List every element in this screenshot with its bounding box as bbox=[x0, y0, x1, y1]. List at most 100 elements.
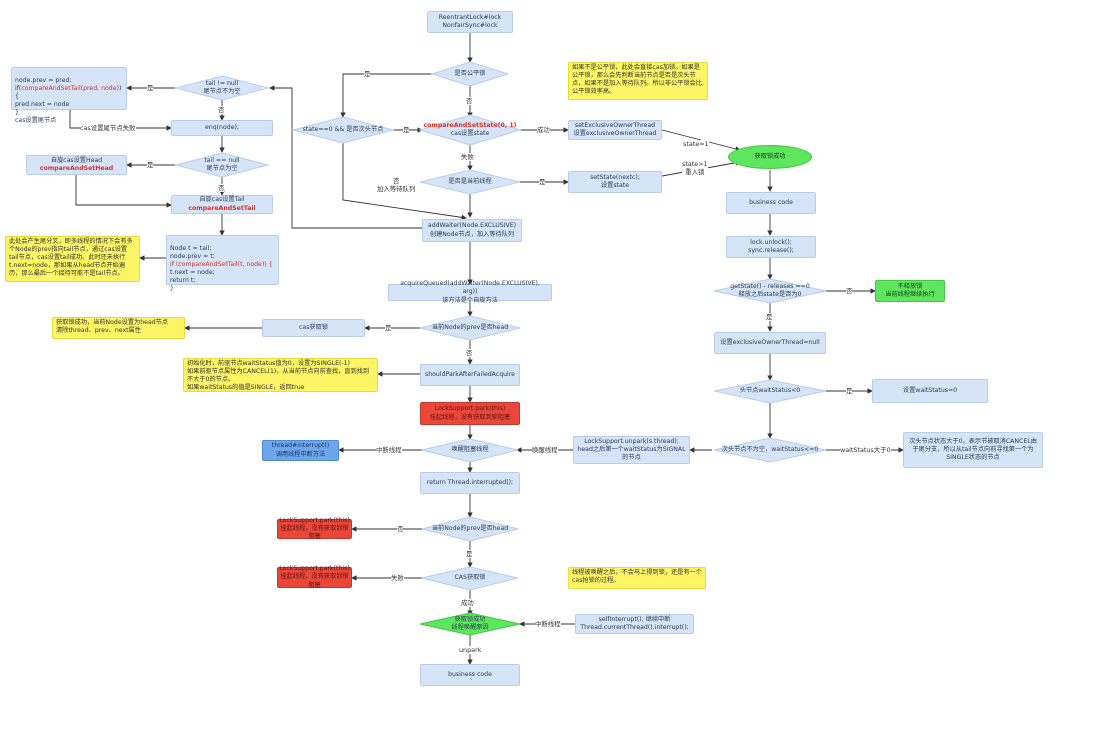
label-prev-yes: 是 bbox=[385, 324, 392, 333]
decision-diamonds bbox=[174, 61, 827, 591]
set-state-box: setState(nextc); 设置state bbox=[568, 171, 662, 193]
business-code-box: business code bbox=[726, 192, 816, 214]
spin-head-text: 自旋cas设置Head bbox=[50, 156, 103, 164]
label-tail-null-yes: 是 bbox=[147, 161, 154, 170]
label-fair-yes: 是 bbox=[364, 70, 371, 79]
start-box: ReentrantLock#lock NonfairSync#lock bbox=[427, 11, 513, 33]
nonfair-note: 如果不是公平锁，此处会直接cas加锁。如果是公平锁，那么会先判断当前节点是否是次… bbox=[568, 62, 708, 100]
spin-head-box: 自旋cas设置Head compareAndSetHead bbox=[26, 155, 127, 175]
label-tail-yes: 是 bbox=[147, 84, 154, 93]
park-box-2: LockSupport.park(this) 挂起线程，没有获取到锁阻塞 bbox=[277, 517, 352, 540]
cas-lock-box: cas获取锁 bbox=[262, 319, 365, 337]
label-success: 成功 bbox=[537, 126, 550, 135]
next-check-text: 次头节点不为空，waitStatus<=0 bbox=[721, 445, 819, 453]
cas-state-label: cas设置state bbox=[450, 130, 490, 137]
is-fair-text: 是否公平锁 bbox=[454, 69, 486, 77]
label-fail: 失败 bbox=[461, 153, 474, 162]
label-ws-gt-0: waitStatus大于0 bbox=[840, 446, 891, 455]
acquire-queued-box: acquireQueued(addWaiter(Node.EXCLUSIVE),… bbox=[388, 280, 552, 304]
node-prev-box: node.prev = pred; if(compareAndSetTail(p… bbox=[11, 67, 127, 124]
enq-box: enq(node); bbox=[171, 120, 273, 136]
add-waiter-box: addWaiter(Node.EXCLUSIVE) 创建Node节点，加入等待队… bbox=[422, 219, 522, 242]
tail-not-null-text: tail != null 尾节点不为空 bbox=[203, 79, 241, 95]
spin-tail-text: 自旋cas设置Tail bbox=[199, 196, 245, 204]
prev-head-2-text: 当前Node的prev是否head bbox=[431, 524, 509, 532]
cancel-note-box: 次头节点状态大于0，表示节被取消CANCEL由于尾分支，所以从tail节点向前寻… bbox=[903, 432, 1043, 468]
wake-note: 线程被唤醒之后，不会马上得到锁，还是有一个cas抢锁的过程。 bbox=[568, 567, 706, 589]
label-head-yes: 是 bbox=[846, 387, 853, 396]
self-interrupt-box: selfInterrupt(); 继续中断 Thread.currentThre… bbox=[575, 614, 694, 634]
diamond-current-thread bbox=[419, 169, 521, 195]
diamond-prev-head-2 bbox=[421, 516, 519, 542]
park-box-3: LockSupport.park(this) 挂起线程，没有获取到锁阻塞 bbox=[277, 565, 352, 589]
label-no-join-queue: 否 加入等待队列 bbox=[377, 177, 416, 194]
diamond-is-fair bbox=[430, 61, 510, 87]
label-cas-fail: 失败 bbox=[391, 574, 404, 583]
park-note: 初始化时，前驱节点waitStatus值为0，设置为SINGLE(-1) 如果前… bbox=[183, 358, 378, 392]
label-prev2-yes: 是 bbox=[466, 550, 473, 559]
node-prev-pre: node.prev = pred; if( bbox=[15, 77, 72, 93]
release-check-text: getState() - releases ==0 释放之后state是否为0 bbox=[730, 282, 810, 298]
tail-null-text: tail == null 尾节点为空 bbox=[204, 156, 240, 172]
label-release-yes: 是 bbox=[766, 313, 773, 322]
label-state-eq-1: state=1 bbox=[683, 140, 709, 149]
should-park-box: shouldParkAfterFailedAcquire bbox=[420, 364, 520, 386]
state-check-text: state==0 && 是否次头节点 bbox=[302, 125, 384, 133]
label-state-yes: 是 bbox=[403, 126, 410, 135]
label-unpark: unpark bbox=[459, 646, 482, 655]
label-interrupt-thread: 中断线程 bbox=[376, 446, 402, 455]
lock-acquired-node: 获取锁成功 bbox=[728, 145, 812, 169]
diamond-acquire-wake bbox=[419, 612, 521, 636]
label-current-yes: 是 bbox=[539, 178, 546, 187]
label-prev-no: 否 bbox=[466, 349, 473, 358]
diamond-release-check bbox=[713, 278, 827, 304]
label-state-gt-1: state>1 重入锁 bbox=[682, 160, 708, 177]
acquire-wake-text: 获取锁成功 线程唤醒原因 bbox=[451, 615, 489, 631]
set-ws-0-box: 设置waitStatus=0 bbox=[872, 379, 988, 403]
node-prev-fn: compareAndSetTail(pred, node) bbox=[21, 85, 119, 93]
enq-note: 此处会产生尾分叉，即多线程的情况下会有多个Node的prev指向tail节点，通… bbox=[5, 236, 140, 282]
cas-state-text: compareAndSetState(0, 1) cas设置state bbox=[420, 121, 520, 139]
set-owner-box: setExclusiveOwnerThread 设置exclusiveOwner… bbox=[568, 120, 662, 140]
tail-code-post: t.next = node; return t; } bbox=[170, 269, 215, 293]
tail-code-box: Node t = tail; node.prev = t;if (compare… bbox=[166, 235, 279, 292]
diamond-head-status bbox=[713, 379, 827, 404]
label-prev2-no: 否 bbox=[397, 525, 404, 534]
label-cas-success: 成功 bbox=[461, 599, 474, 608]
tail-code-pre: Node t = tail; node.prev = t; bbox=[170, 245, 215, 261]
return-interrupted-box: return Thread.interrupted(); bbox=[420, 472, 520, 494]
business-code-box-2: business code bbox=[420, 664, 520, 686]
current-thread-text: 是否是当前线程 bbox=[448, 177, 492, 185]
spin-tail-box: 自旋cas设置Tail compareAndSetTail bbox=[171, 195, 273, 214]
unpark-box: LockSupport.unpark(s.thread); head之后第一个w… bbox=[573, 436, 690, 464]
thread-interrupt-box: thread#interrupt() 调用线程中断方法 bbox=[262, 440, 339, 461]
diamond-cas-acquire bbox=[421, 566, 519, 591]
diamond-wake-blocked bbox=[421, 438, 519, 463]
spin-tail-fn: compareAndSetTail bbox=[188, 204, 256, 212]
diamond-cas-state bbox=[418, 114, 522, 146]
label-cas-tail-fail: cas设置尾节点失败 bbox=[80, 124, 136, 133]
head-status-text: 头节点waitStatus<0 bbox=[739, 386, 801, 394]
park-box-1: LockSupport.park(this) 挂起线程，没有获取到锁阻塞 bbox=[420, 402, 520, 425]
diamond-state-check bbox=[291, 116, 395, 144]
prev-head-text: 当前Node的prev是否head bbox=[431, 323, 509, 331]
diamond-tail-not-null bbox=[174, 75, 270, 101]
spin-head-fn: compareAndSetHead bbox=[39, 165, 114, 172]
label-interrupt-2: 中断线程 bbox=[535, 620, 561, 629]
set-owner-null-box: 设置exclusiveOwnerThread=null bbox=[714, 332, 826, 354]
cas-acquire-text: CAS获取锁 bbox=[454, 573, 486, 581]
label-release-no: 否 bbox=[846, 287, 853, 296]
wake-blocked-text: 唤醒阻塞线程 bbox=[451, 445, 489, 453]
unlock-box: lock.unlock(); sync.release(); bbox=[726, 236, 816, 258]
cas-state-fn: compareAndSetState(0, 1) bbox=[423, 121, 517, 129]
tail-code-fn: if (compareAndSetTail(t, node)) { bbox=[170, 261, 273, 269]
set-head-note: 获取锁成功，当前Node设置为head节点 清除thread、prev、next… bbox=[52, 317, 185, 339]
diamond-tail-null bbox=[174, 152, 270, 178]
label-wake-thread: 唤醒线程 bbox=[532, 446, 558, 455]
label-fair-no: 否 bbox=[466, 97, 473, 106]
label-tail-null-no: 否 bbox=[218, 184, 225, 193]
diamond-prev-head bbox=[419, 315, 521, 341]
diamond-next-check bbox=[713, 437, 827, 463]
not-release-box: 不释放锁 当前线程继续执行 bbox=[875, 280, 945, 302]
